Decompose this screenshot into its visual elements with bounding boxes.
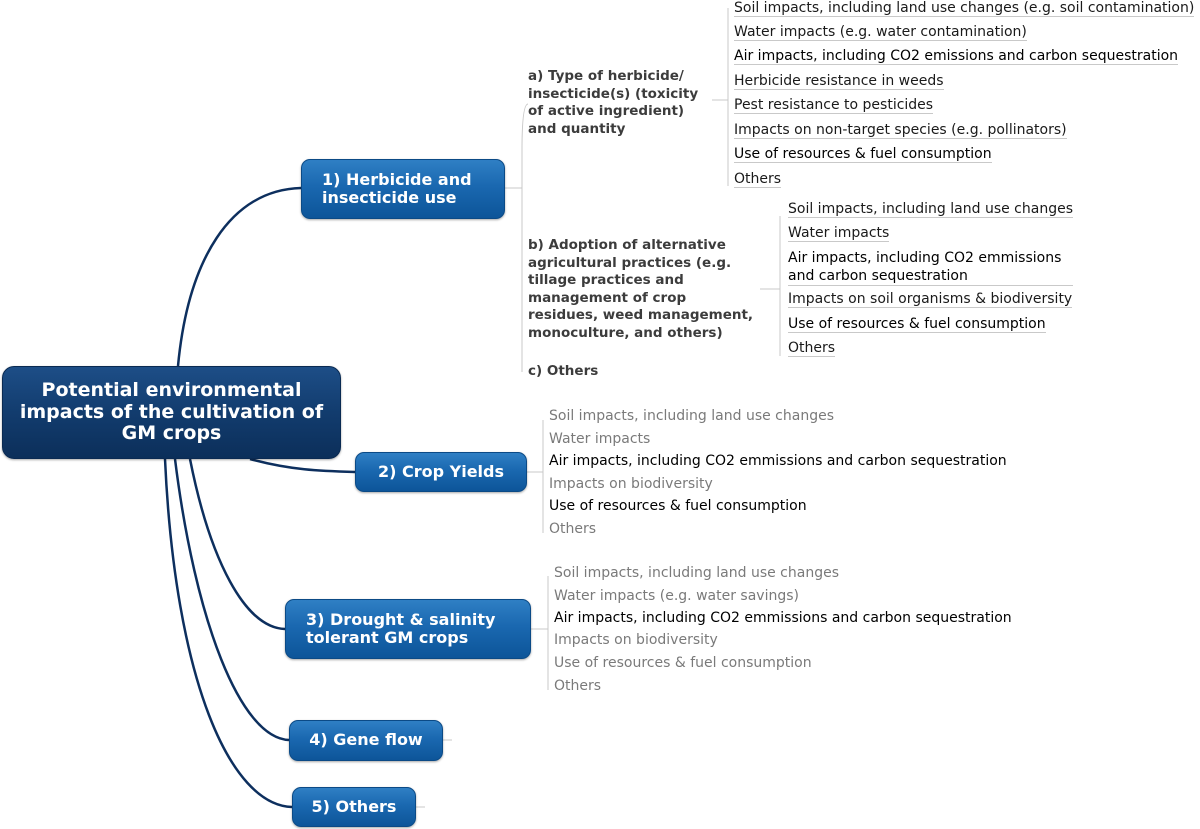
branch-crop-yields[interactable]: 2) Crop Yields (355, 452, 527, 492)
leaf-3-air[interactable]: Air impacts, including CO2 emmissions an… (554, 610, 1012, 626)
leaf-1b-air[interactable]: Air impacts, including CO2 emmissions an… (788, 249, 1073, 286)
leaf-2-air[interactable]: Air impacts, including CO2 emmissions an… (549, 453, 1007, 469)
subtopic-others[interactable]: c) Others (528, 363, 599, 379)
subtopic-alternative-practices[interactable]: b) Adoption of alternative agricultural … (528, 237, 754, 341)
leaf-2-biodiversity[interactable]: Impacts on biodiversity (549, 476, 713, 492)
leaf-1a-soil[interactable]: Soil impacts, including land use changes… (734, 0, 1195, 17)
branch-others[interactable]: 5) Others (292, 787, 416, 827)
link-root-b1 (176, 186, 302, 367)
leaf-1a-resources[interactable]: Use of resources & fuel consumption (734, 146, 992, 163)
branch-gene-flow[interactable]: 4) Gene flow (289, 720, 443, 761)
leaf-1b-others[interactable]: Others (788, 340, 836, 357)
leaf-1a-air[interactable]: Air impacts, including CO2 emissions and… (734, 48, 1179, 65)
leaf-1a-others[interactable]: Others (734, 171, 782, 188)
leaf-2-others[interactable]: Others (549, 521, 597, 537)
leaf-2-soil[interactable]: Soil impacts, including land use changes (549, 408, 834, 424)
leaf-1b-resources[interactable]: Use of resources & fuel consumption (788, 316, 1046, 333)
leaf-1a-pest-resistance[interactable]: Pest resistance to pesticides (734, 97, 934, 114)
branch-herbicide-insecticide-use[interactable]: 1) Herbicide and insecticide use (301, 159, 505, 219)
branch-drought-salinity[interactable]: 3) Drought & salinity tolerant GM crops (285, 599, 531, 659)
link-root-b3 (188, 458, 286, 631)
link-root-b4 (173, 458, 290, 742)
root-topic[interactable]: Potential environmental impacts of the c… (2, 366, 341, 459)
leaf-1a-water[interactable]: Water impacts (e.g. water contamination) (734, 24, 1027, 41)
leaf-3-resources[interactable]: Use of resources & fuel consumption (554, 655, 812, 671)
leaf-3-soil[interactable]: Soil impacts, including land use changes (554, 565, 839, 581)
link-root-b2 (249, 457, 356, 474)
leaf-3-water[interactable]: Water impacts (e.g. water savings) (554, 588, 799, 604)
leaf-1b-soil[interactable]: Soil impacts, including land use changes (788, 201, 1073, 218)
leaf-3-biodiversity[interactable]: Impacts on biodiversity (554, 632, 718, 648)
leaf-2-resources[interactable]: Use of resources & fuel consumption (549, 498, 807, 514)
leaf-3-others[interactable]: Others (554, 678, 602, 694)
leaf-1a-herbicide-resistance[interactable]: Herbicide resistance in weeds (734, 73, 944, 90)
link-root-b5 (163, 458, 293, 809)
subtopic-type-of-herbicide[interactable]: a) Type of herbicide/ insecticide(s) (to… (528, 68, 699, 137)
leaf-1b-soil-organisms[interactable]: Impacts on soil organisms & biodiversity (788, 291, 1073, 308)
leaf-1a-non-target-species[interactable]: Impacts on non-target species (e.g. poll… (734, 122, 1067, 139)
leaf-1b-water[interactable]: Water impacts (788, 225, 890, 242)
leaf-2-water[interactable]: Water impacts (549, 431, 651, 447)
